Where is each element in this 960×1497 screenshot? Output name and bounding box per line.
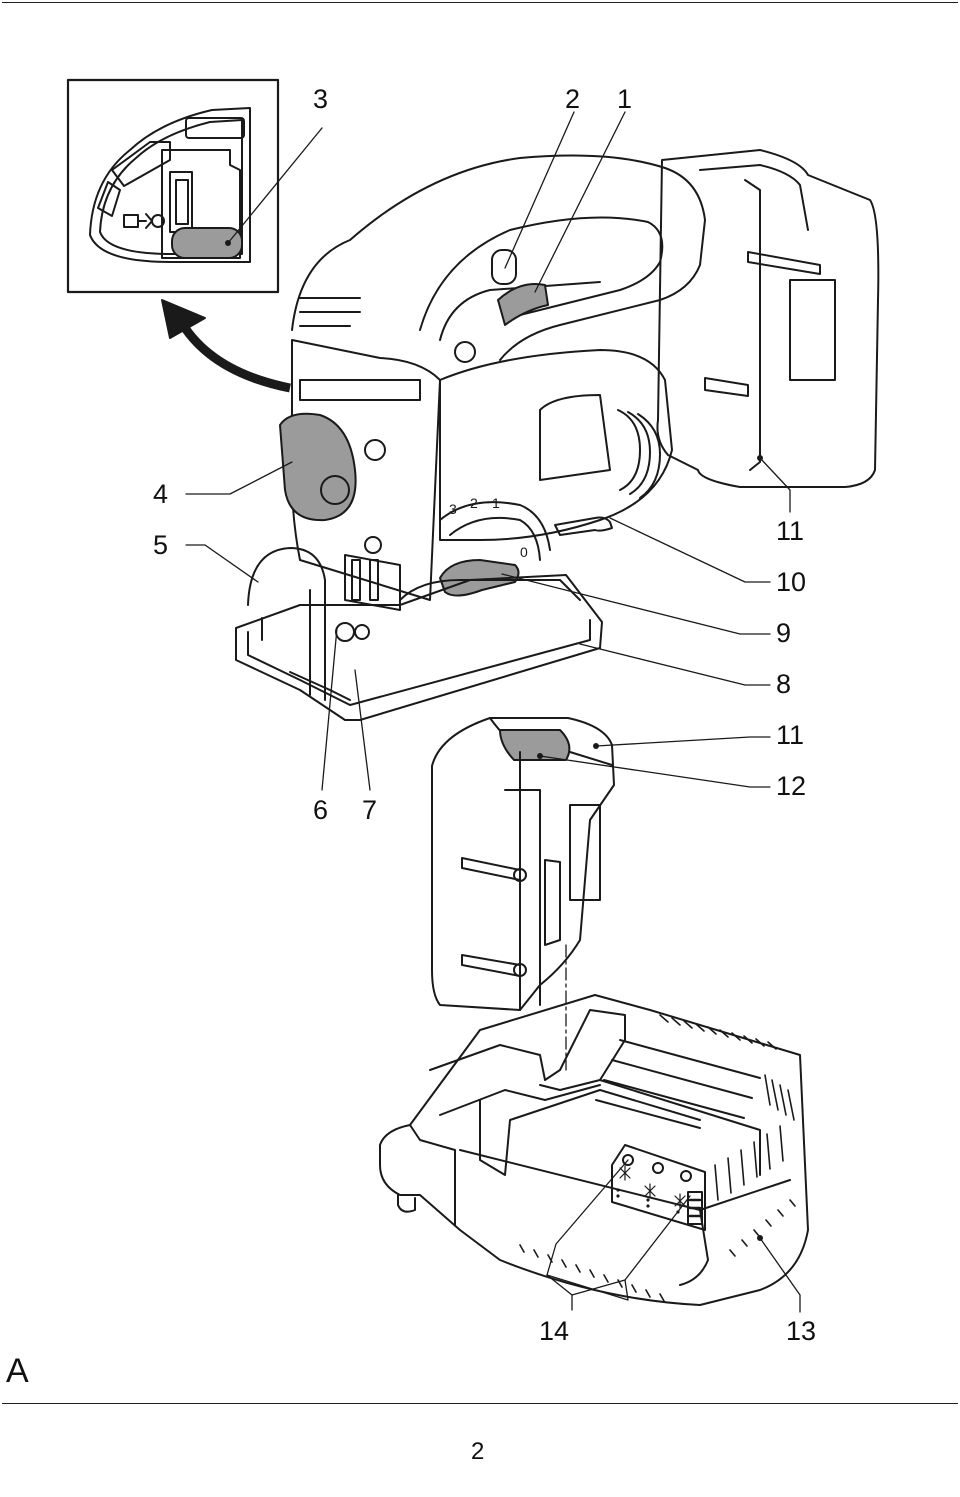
figure-letter: A [6, 1352, 29, 1390]
callout-12: 12 [776, 771, 807, 801]
bottom-rule [2, 1403, 958, 1404]
callout-7: 7 [362, 795, 378, 825]
inset-detail [66, 78, 323, 294]
battery-cartridge [431, 717, 615, 1011]
top-rule [2, 2, 958, 3]
callout-2: 2 [565, 84, 581, 114]
callout-1: 1 [617, 84, 633, 114]
callout-3: 3 [313, 84, 329, 114]
curved-arrow-icon [161, 299, 291, 393]
battery-plug-icon [123, 213, 165, 229]
callout-14: 14 [539, 1316, 570, 1346]
callout-11-tool-battery: 11 [776, 516, 805, 546]
callout-6: 6 [313, 795, 329, 825]
leader-lines [185, 111, 801, 1313]
jigsaw: 3 2 1 0 [235, 149, 880, 721]
dial-mark: 3 [449, 501, 457, 517]
dial-mark: 1 [492, 495, 500, 511]
dial-mark: 2 [470, 495, 478, 511]
callout-4: 4 [153, 479, 169, 509]
dial-mark: 0 [520, 544, 528, 560]
page-number: 2 [471, 1438, 485, 1465]
callout-13: 13 [786, 1316, 817, 1346]
charger [379, 994, 809, 1306]
callout-9: 9 [776, 618, 792, 648]
callout-10: 10 [776, 567, 807, 597]
callout-8: 8 [776, 669, 792, 699]
callout-11-battery: 11 [776, 720, 805, 750]
callout-5: 5 [153, 530, 169, 560]
